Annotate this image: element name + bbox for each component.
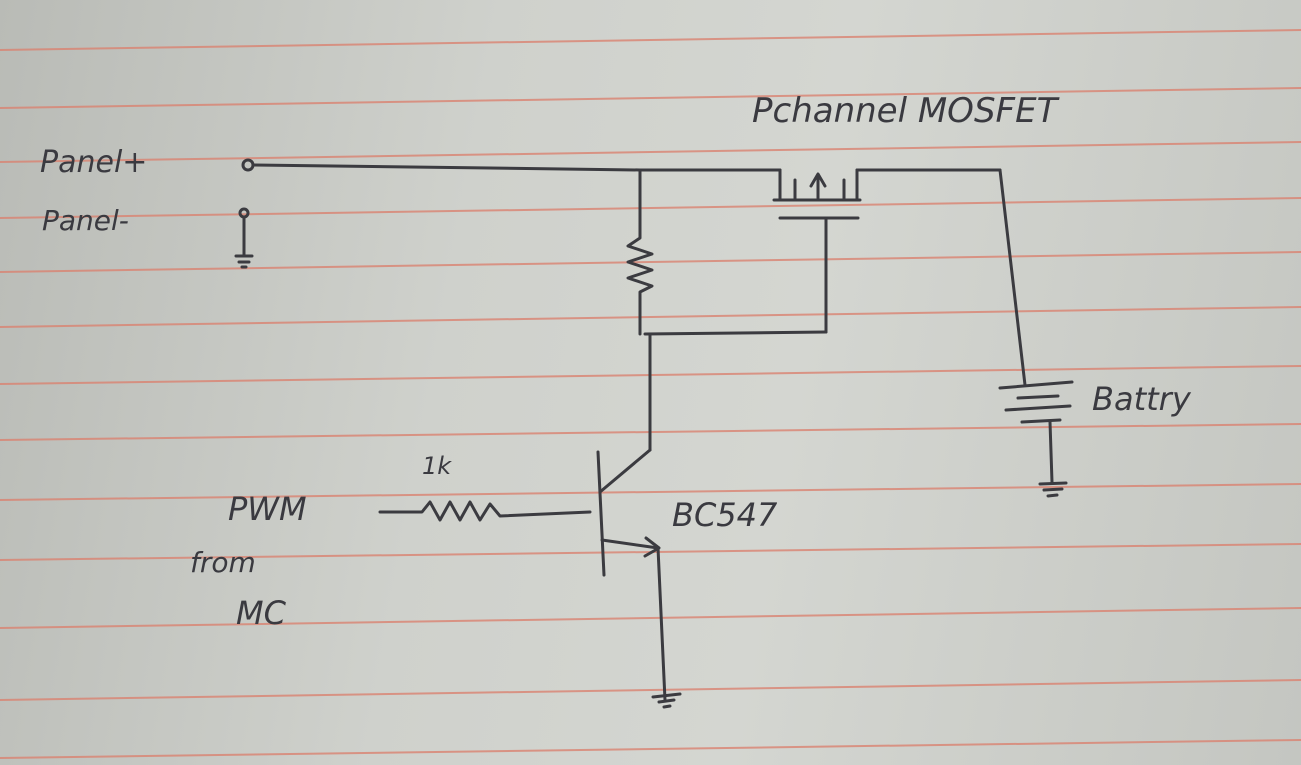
panel-negative-ground	[234, 207, 254, 269]
pwm-label: PWM	[228, 490, 307, 528]
battery-symbol	[998, 168, 1074, 498]
battery-label: Battry	[1092, 380, 1192, 418]
base-resistor	[378, 500, 592, 522]
mc-label: MC	[236, 594, 287, 632]
mosfet-symbol	[772, 168, 862, 334]
emitter-ground	[651, 692, 682, 709]
transistor-label: BC547	[672, 496, 778, 534]
pullup-resistor	[626, 168, 654, 336]
from-label: from	[190, 546, 256, 579]
panel-positive-wire	[241, 158, 1002, 172]
gate-wire	[643, 330, 828, 336]
panel-positive-label: Panel+	[40, 145, 147, 180]
resistor-value-label: 1k	[422, 452, 452, 480]
mosfet-label: Pchannel MOSFET	[752, 91, 1060, 131]
ruled-lines	[0, 29, 1301, 759]
panel-negative-label: Panel-	[42, 204, 129, 237]
transistor-symbol	[596, 448, 667, 702]
